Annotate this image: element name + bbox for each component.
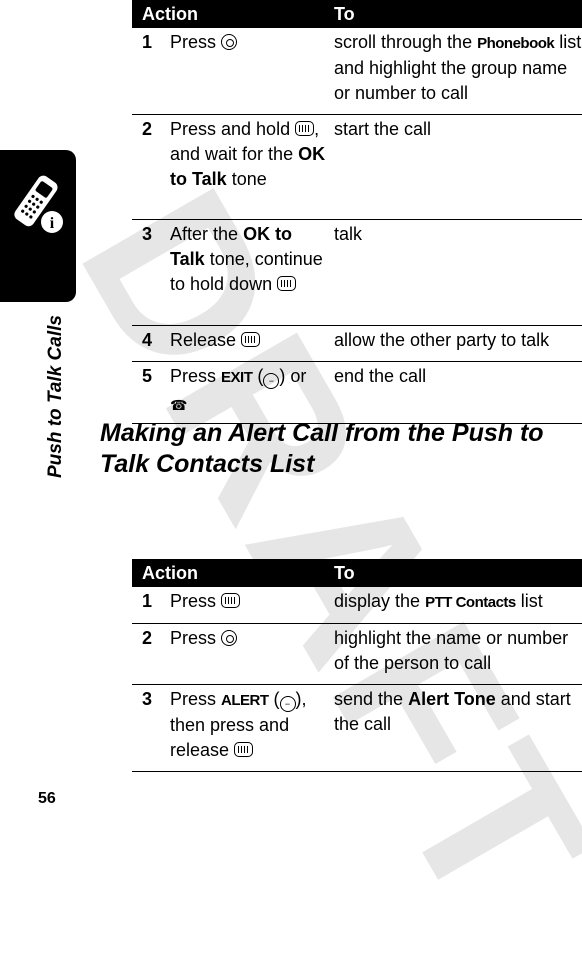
ptt-key-icon [234, 742, 254, 757]
nav-key-icon [221, 34, 238, 50]
page-number: 56 [38, 790, 56, 807]
end-key-icon: ☎ [170, 397, 188, 413]
header-action: Action [132, 559, 334, 587]
header-action: Action [132, 0, 334, 28]
header-to: To [334, 559, 582, 587]
table-row: 1 Press scroll through the Phonebook lis… [132, 28, 582, 115]
table-row: 4 Release allow the other party to talk [132, 325, 582, 362]
svg-text:i: i [50, 215, 55, 232]
table-row: 3 Press ALERT (−), then press and releas… [132, 684, 582, 772]
nav-key-icon [221, 630, 238, 646]
section-heading: Making an Alert Call from the Push to Ta… [100, 419, 544, 478]
table-row: 1 Press display the PTT Contacts list [132, 587, 582, 624]
table-row: 5 Press EXIT (−) or☎ end the call [132, 361, 582, 424]
steps-table-2: Action To 1 Press display the PTT Contac… [132, 559, 582, 772]
section-label: Push to Talk Calls [45, 315, 66, 478]
ptt-key-icon [277, 276, 297, 291]
phone-info-icon: i [14, 175, 63, 233]
ptt-key-icon [221, 593, 241, 608]
soft-key-icon: − [279, 696, 296, 712]
table-row: 2 Press and hold , and wait for the OK t… [132, 114, 582, 220]
header-to: To [334, 0, 582, 28]
table-row: 3 After the OK to Talk tone, continue to… [132, 219, 582, 326]
section-tab: i [0, 150, 76, 302]
steps-table-1: Action To 1 Press scroll through the Pho… [132, 0, 582, 424]
soft-key-icon: − [263, 373, 280, 389]
table-row: 2 Press highlight the name or number of … [132, 623, 582, 685]
ptt-key-icon [295, 121, 315, 136]
ptt-key-icon [241, 332, 261, 347]
